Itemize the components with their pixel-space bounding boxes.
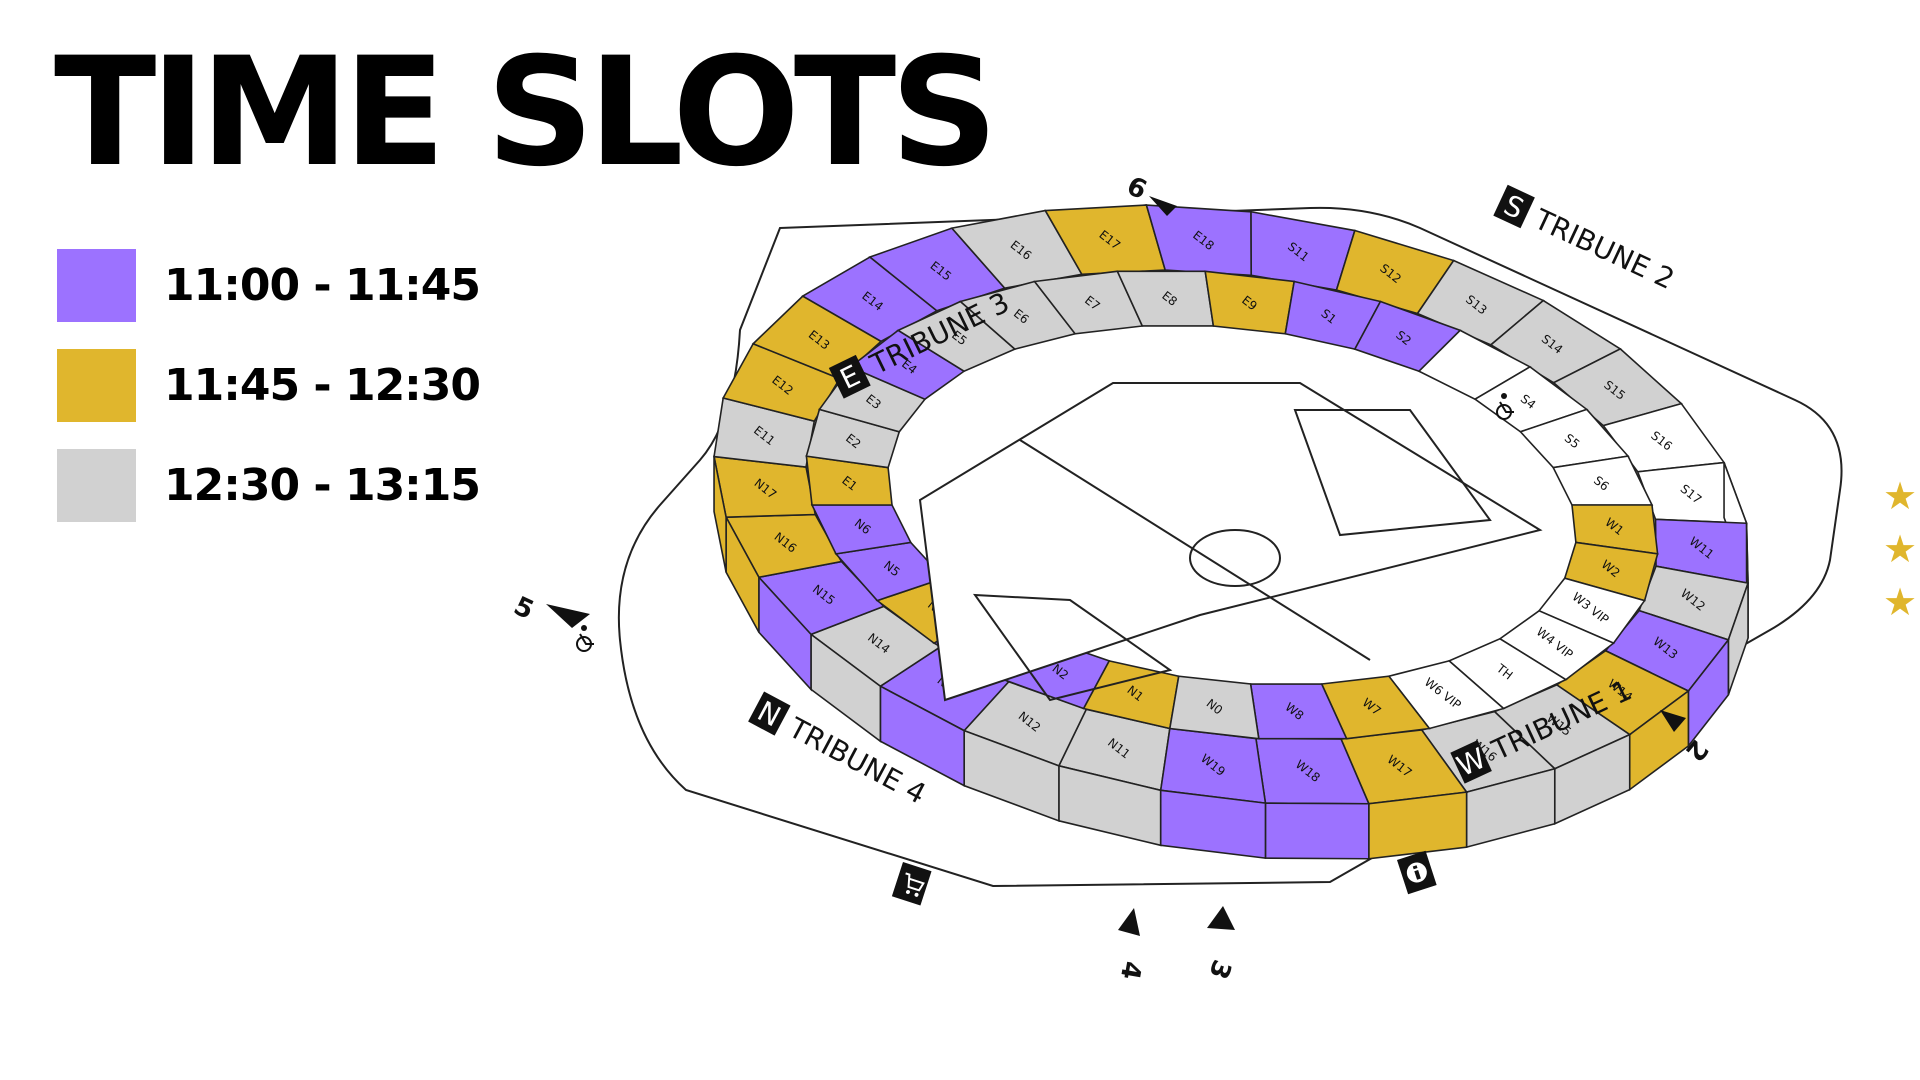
gate-arrow-icon: [1149, 196, 1177, 216]
gate-number: 5: [509, 591, 538, 626]
gate-number: 3: [1202, 956, 1236, 983]
inner-sections: N1N2N3N4N5N6E1E2E3E4E5E6E7E8E9S1S2S4S5S6…: [805, 270, 1659, 740]
star-icon: ★: [1883, 527, 1918, 571]
gate-arrow-icon: [1660, 710, 1686, 732]
gate-number: 6: [1122, 171, 1151, 206]
legend-label: 11:00 - 11:45: [164, 260, 481, 311]
gate-marker-4: 4: [1114, 908, 1147, 982]
legend-item-slot-2: 11:45 - 12:30: [57, 349, 481, 422]
legend-swatch: [57, 449, 136, 522]
pitch: [918, 382, 1543, 702]
star-icon: ★: [1883, 580, 1918, 624]
gate-number: 4: [1114, 959, 1147, 982]
tribune-label-s: S TRIBUNE 2: [1493, 184, 1680, 296]
legend-swatch: [57, 349, 136, 422]
seat-section-face: [1368, 791, 1468, 860]
penalty-box: [1293, 409, 1492, 537]
seat-section-face: [713, 456, 727, 573]
gate-arrow-icon: [1207, 906, 1235, 930]
penalty-box: [972, 593, 1173, 702]
gate-arrow-icon: [1118, 908, 1140, 936]
gate-marker-5: 5: [509, 591, 590, 628]
page-title: TIME SLOTS: [54, 26, 998, 200]
legend-swatch: [57, 249, 136, 322]
gate-arrow-icon: [546, 604, 590, 628]
tribune-name: TRIBUNE 2: [1529, 202, 1680, 296]
halfway-line: [1019, 439, 1371, 661]
gate-marker-3: 3: [1202, 906, 1237, 983]
star-rating: ★ ★ ★: [1883, 470, 1920, 629]
center-circle: [1189, 529, 1281, 587]
star-icon: ★: [1883, 474, 1918, 518]
info-icon: [1397, 850, 1437, 895]
seat-section-n0[interactable]: [1168, 675, 1260, 740]
accessible-icon: [576, 625, 594, 652]
legend-item-slot-3: 12:30 - 13:15: [57, 449, 481, 522]
legend-label: 12:30 - 13:15: [164, 460, 481, 511]
seat-section-face: [1264, 802, 1370, 860]
shop-icon: [891, 862, 932, 906]
legend-item-slot-1: 11:00 - 11:45: [57, 249, 481, 322]
legend-label: 11:45 - 12:30: [164, 360, 481, 411]
seat-section-face: [1159, 789, 1267, 860]
accessible-icon: [1496, 393, 1514, 420]
stadium-concourse-outline: [617, 206, 1843, 888]
